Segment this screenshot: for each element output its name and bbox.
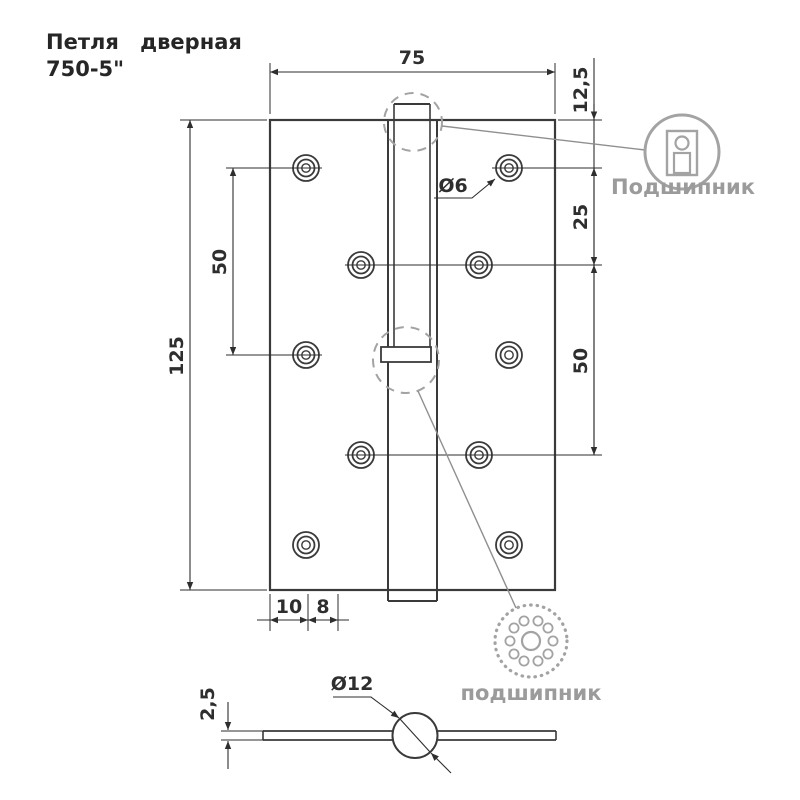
detail-circle-middle: [372, 326, 440, 394]
bearing-icon-top: [643, 113, 721, 191]
bearing-callouts: Подшипник подшипник: [372, 92, 755, 705]
dim-50-right: 50: [570, 348, 592, 374]
dim-8: 8: [316, 596, 329, 618]
drawing-title: Петля дверная: [46, 30, 242, 54]
leader-line-bottom: [417, 390, 517, 609]
section-dimensions: [221, 696, 452, 774]
title-block: Петля дверная 750-5": [46, 30, 242, 81]
pin-barrel-section: [391, 712, 439, 759]
plate-section: [262, 712, 557, 759]
bearing-label-bottom: подшипник: [461, 681, 602, 705]
dim-top-offset: 12,5: [570, 67, 592, 114]
detail-circle-top: [383, 92, 443, 152]
dim-width: 75: [399, 47, 425, 69]
section-view: Ø12 2,5: [197, 673, 557, 774]
dim-pin-diameter: Ø12: [331, 673, 374, 695]
hinge-knuckle-channel: [380, 103, 438, 602]
dim-height: 125: [166, 336, 188, 376]
dim-10: 10: [276, 596, 302, 618]
dimension-lines: [186, 58, 598, 624]
bearing-label-top: Подшипник: [611, 175, 755, 199]
dim-thickness: 2,5: [197, 687, 219, 721]
dim-25: 25: [570, 204, 592, 230]
leader-line-top: [441, 125, 646, 151]
dim-50-left: 50: [209, 249, 231, 275]
dim-hole-diameter: Ø6: [438, 175, 467, 197]
pin-stop-clip: [380, 346, 432, 363]
drawing-model: 750-5": [46, 57, 124, 81]
bearing-icon-bottom: [493, 603, 569, 679]
front-view: 75 12,5 Ø6 25 50 50 125 10 8: [166, 47, 602, 631]
